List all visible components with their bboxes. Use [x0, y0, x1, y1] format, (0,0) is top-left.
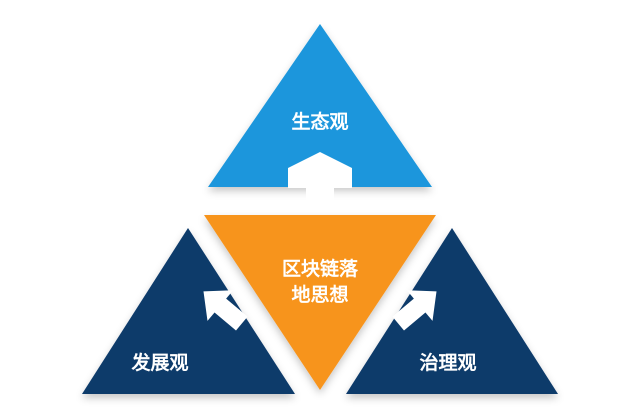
- left-triangle: [82, 228, 295, 394]
- arrow-down-left-icon: [203, 290, 248, 331]
- left-label: 发展观: [130, 351, 188, 374]
- right-triangle: [346, 228, 558, 394]
- center-label-line2: 地思想: [291, 283, 348, 306]
- center-label-line1: 区块链落: [282, 257, 359, 280]
- top-triangle: [208, 24, 432, 187]
- arrow-up-icon: [288, 152, 352, 208]
- arrow-down-right-icon: [392, 290, 437, 331]
- right-label: 治理观: [419, 351, 476, 374]
- center-triangle: [204, 215, 436, 390]
- top-label: 生态观: [291, 110, 348, 133]
